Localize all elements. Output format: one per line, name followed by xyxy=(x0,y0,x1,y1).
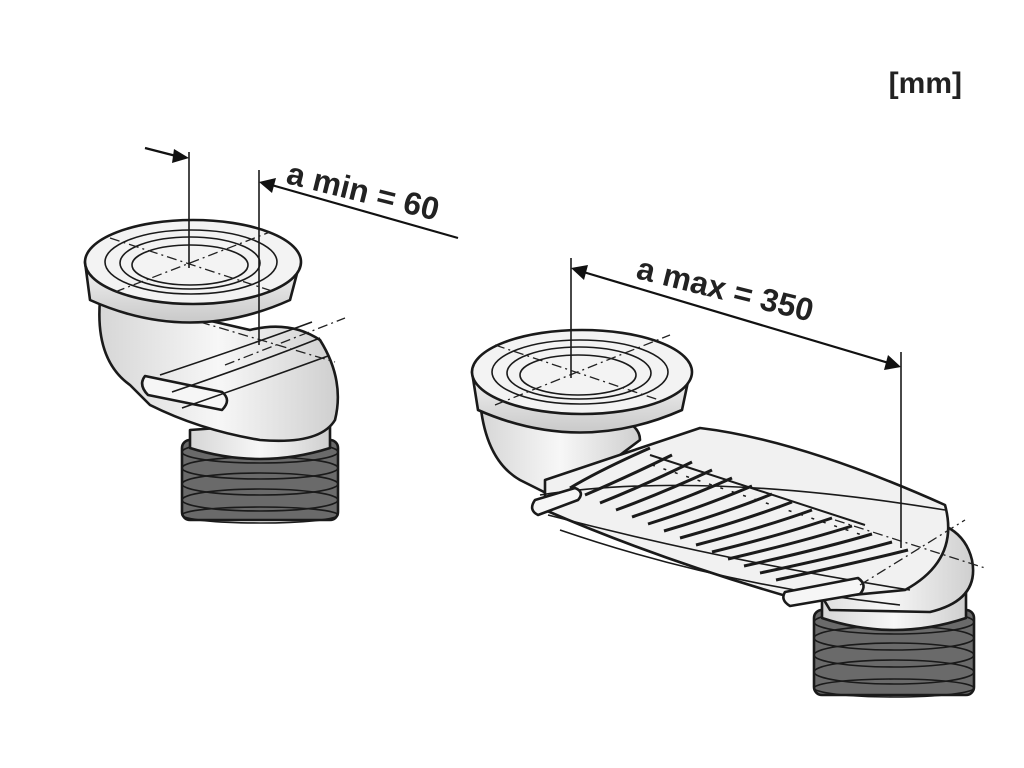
bracket-slot-left xyxy=(530,486,583,517)
connector-max xyxy=(470,258,986,698)
bracket-slot-right xyxy=(782,576,865,608)
inlet-cup xyxy=(83,218,303,324)
dimension-min-label: a min = 60 xyxy=(283,155,443,228)
elbow-body xyxy=(98,298,340,443)
bracket-slot xyxy=(140,374,229,412)
inlet-cup-max xyxy=(470,328,694,434)
unit-label: [mm] xyxy=(889,67,962,100)
connector-min xyxy=(83,152,346,524)
dimension-max-label: a max = 350 xyxy=(633,250,817,329)
bellows-extension xyxy=(543,426,950,602)
